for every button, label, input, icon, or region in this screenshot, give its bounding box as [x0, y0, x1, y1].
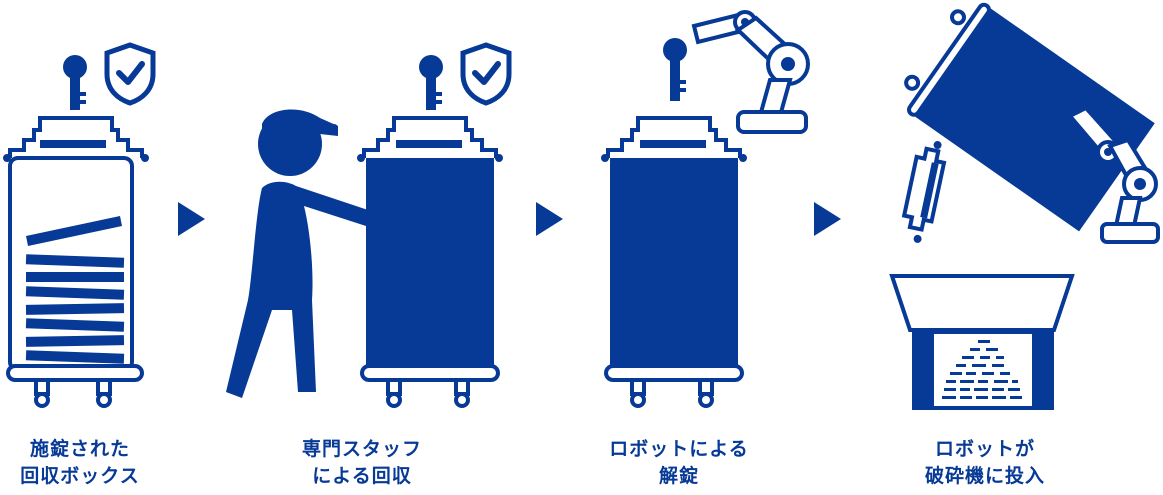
robot-arm-icon — [691, 10, 810, 134]
caption-line: ロボットによる — [609, 438, 749, 460]
caption-line: 回収ボックス — [20, 465, 140, 487]
caption-line: ロボットが — [934, 438, 1035, 460]
robot-arm-icon — [1066, 105, 1160, 244]
staff-collecting — [226, 42, 512, 408]
collection-box-locked — [3, 42, 156, 408]
caption-line: による回収 — [312, 465, 412, 487]
arrow-right-icon — [178, 202, 205, 236]
shredded-paper — [942, 340, 1022, 399]
robot-unlocking — [601, 10, 810, 408]
key-icon — [663, 38, 687, 101]
caption-line: 施錠された — [29, 438, 130, 460]
shield-check-icon — [460, 42, 512, 106]
staff-person-icon — [226, 109, 368, 398]
key-icon — [419, 55, 443, 110]
process-illustration — [3, 2, 1160, 410]
caption-line: 破砕機に投入 — [924, 465, 1045, 487]
step-2-caption: 専門スタッフ による回収 — [252, 436, 472, 490]
shredder-icon — [889, 274, 1075, 410]
arrow-right-icon — [814, 202, 841, 236]
shield-check-icon — [104, 42, 156, 106]
step-4-caption: ロボットが 破砕機に投入 — [875, 436, 1095, 490]
caption-line: 専門スタッフ — [301, 438, 422, 460]
caption-line: 解錠 — [658, 465, 699, 487]
robot-dumping — [889, 2, 1160, 410]
documents-stack — [25, 216, 125, 364]
arrow-right-icon — [536, 202, 563, 236]
step-1-caption: 施錠された 回収ボックス — [0, 436, 190, 490]
key-icon — [63, 55, 87, 110]
step-3-caption: ロボットによる 解錠 — [569, 436, 789, 490]
